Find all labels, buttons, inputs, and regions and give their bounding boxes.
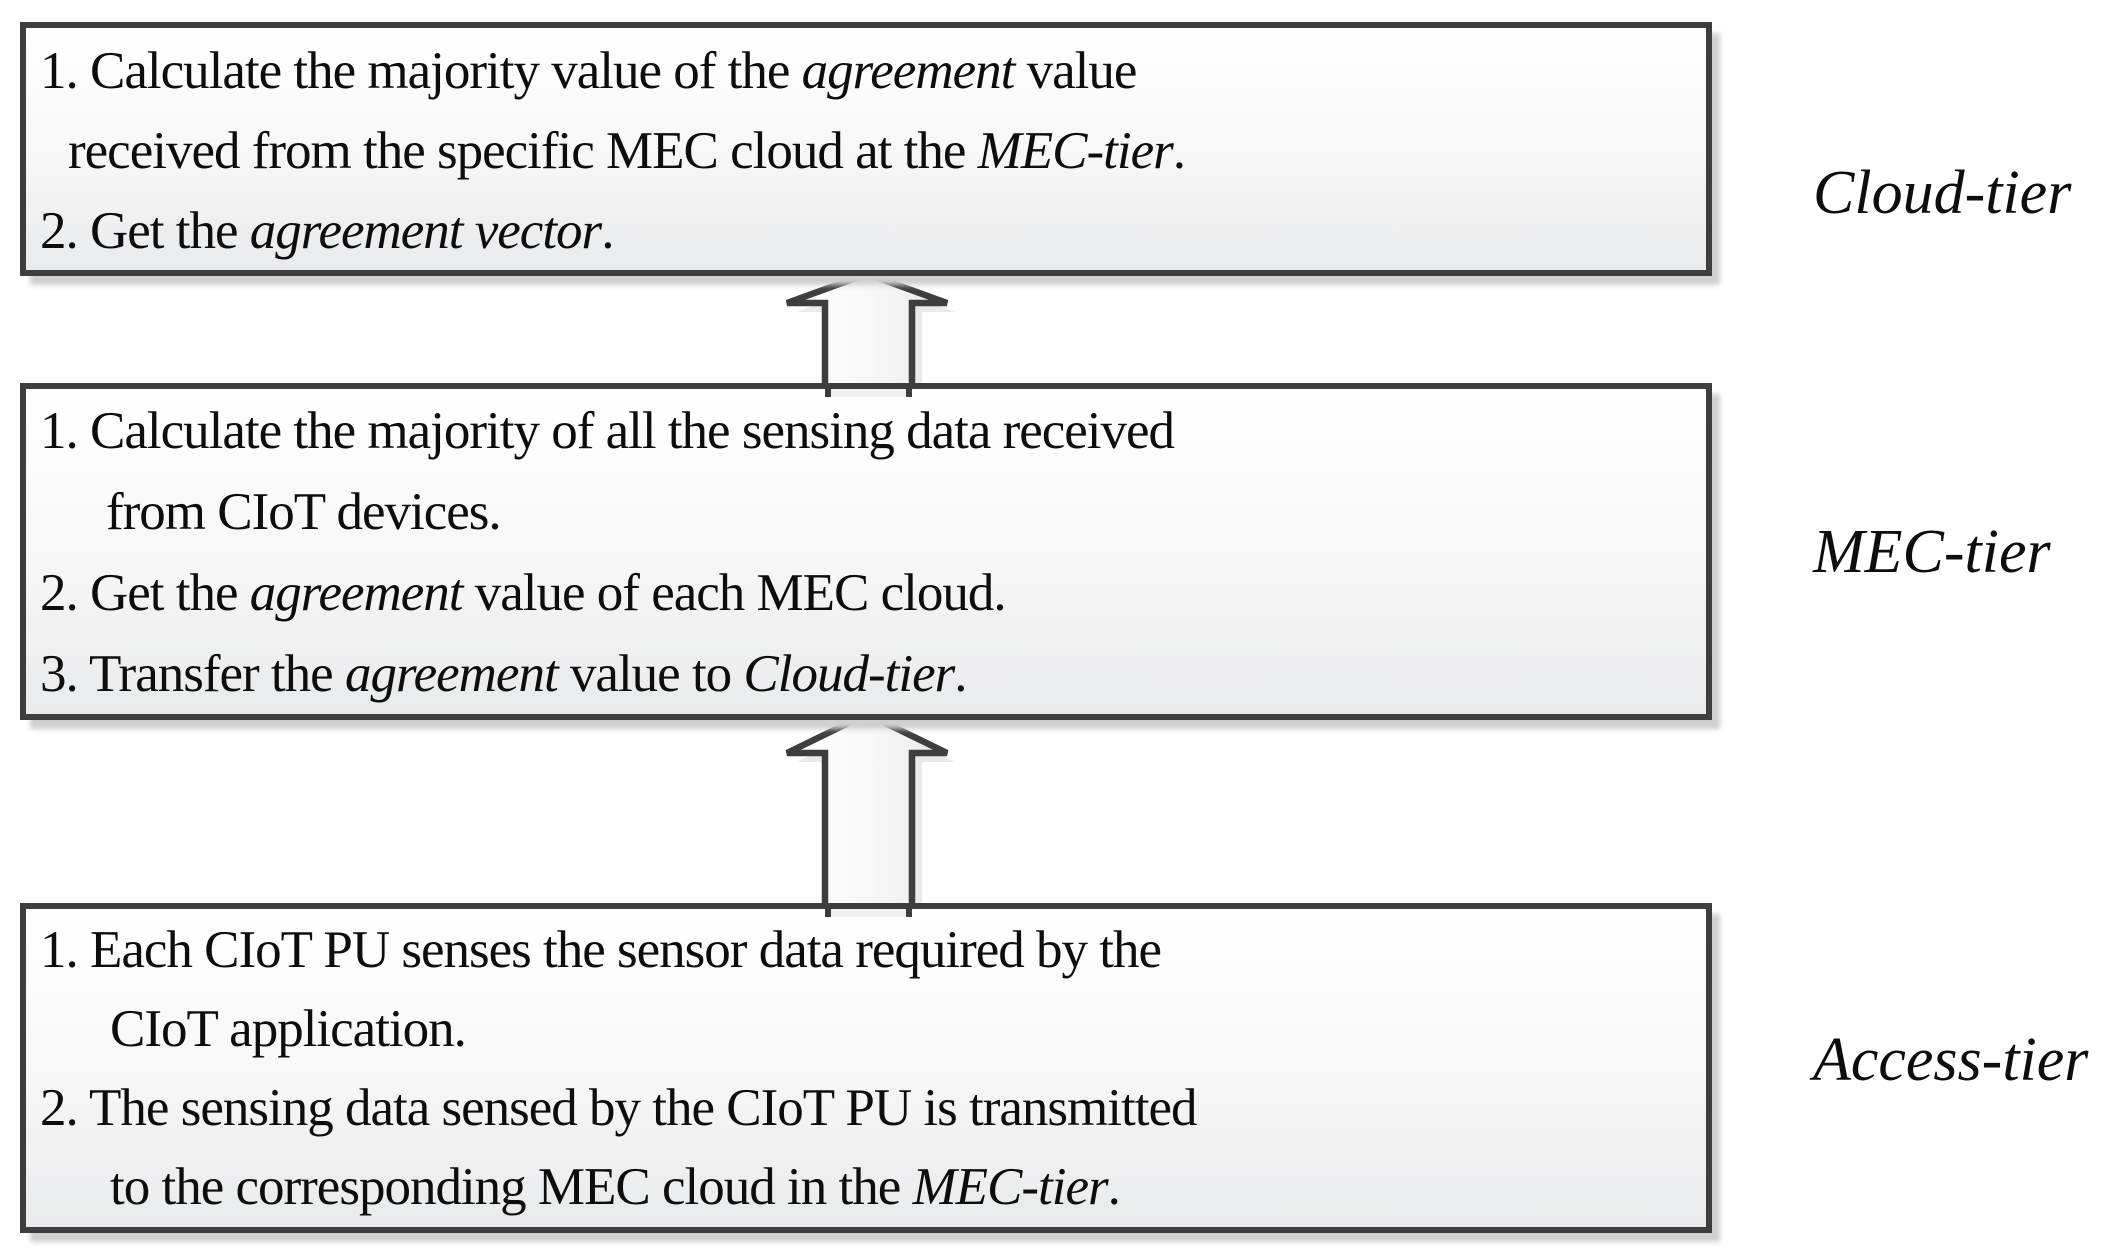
- arrow-shaft-tab: [825, 389, 912, 397]
- text-line: to the corresponding MEC cloud in the ME…: [110, 1158, 1121, 1216]
- cloud-tier-box: 1. Calculate the majority value of the a…: [20, 22, 1712, 276]
- text-line: 3. Transfer the agreement value to Cloud…: [40, 645, 968, 703]
- cloud-tier-label: Cloud-tier: [1813, 159, 2072, 227]
- mec-tier-box: 1. Calculate the majority of all the sen…: [20, 383, 1712, 720]
- text-line: 2. The sensing data sensed by the CIoT P…: [40, 1079, 1197, 1137]
- text-line: received from the specific MEC cloud at …: [68, 122, 1186, 180]
- up-arrow-mec-to-cloud-icon: [785, 270, 955, 402]
- text-line: from CIoT devices.: [106, 483, 502, 541]
- mec-tier-label: MEC-tier: [1813, 518, 2051, 586]
- text-line: 2. Get the agreement vector.: [40, 202, 614, 260]
- text-line: 1. Calculate the majority value of the a…: [40, 42, 1137, 100]
- access-tier-box: 1. Each CIoT PU senses the sensor data r…: [20, 903, 1712, 1233]
- text-line: CIoT application.: [110, 1000, 467, 1058]
- text-line: 1. Calculate the majority of all the sen…: [40, 402, 1175, 460]
- text-line: 1. Each CIoT PU senses the sensor data r…: [40, 921, 1162, 979]
- text-line: 2. Get the agreement value of each MEC c…: [40, 564, 1007, 622]
- arrow-shaft-tab: [825, 909, 912, 917]
- access-tier-label: Access-tier: [1813, 1026, 2089, 1094]
- up-arrow-access-to-mec-icon: [785, 710, 955, 922]
